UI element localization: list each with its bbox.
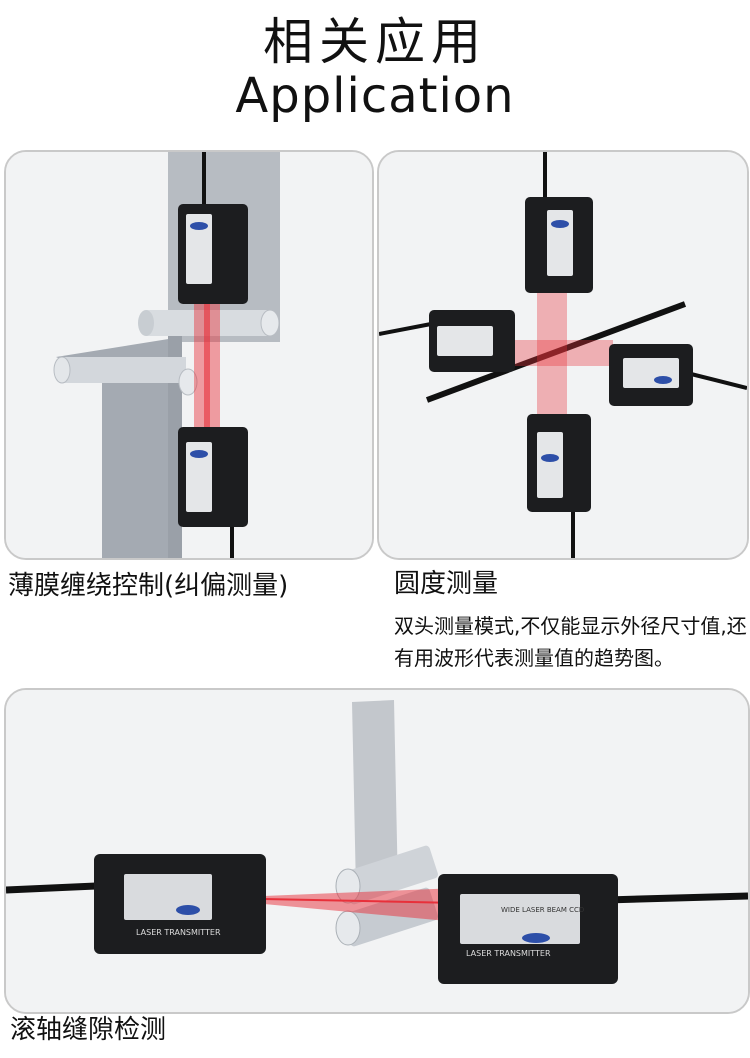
laser-sensor-top bbox=[525, 197, 593, 293]
roller-lower bbox=[53, 356, 198, 396]
transmitter-label-left: LASER TRANSMITTER bbox=[136, 928, 221, 937]
laser-sensor-upper bbox=[178, 204, 248, 304]
caption-roller-gap: 滚轴缝隙检测 bbox=[10, 1015, 167, 1045]
roller-gap-illustration: LASER TRANSMITTER WIDE LASER BEAM CCD LA… bbox=[4, 688, 750, 1014]
laser-receiver-right: WIDE LASER BEAM CCD LASER TRANSMITTER bbox=[438, 874, 618, 984]
laser-transmitter-left: LASER TRANSMITTER bbox=[94, 854, 266, 954]
laser-sensor-bottom bbox=[527, 414, 591, 512]
caption-film-winding: 薄膜缠绕控制(纠偏测量) bbox=[8, 571, 289, 601]
sensor-model-label: WIDE LASER BEAM CCD bbox=[501, 906, 584, 914]
roundness-description: 双头测量模式,不仅能显示外径尺寸值,还有用波形代表测量值的趋势图。 bbox=[394, 614, 747, 670]
page-title-cn: 相关应用 bbox=[263, 13, 487, 71]
laser-sensor-right bbox=[609, 344, 693, 406]
laser-sensor-left bbox=[429, 310, 515, 372]
laser-sensor-lower bbox=[178, 427, 248, 527]
film-winding-illustration bbox=[4, 150, 374, 560]
page-title-en: Application bbox=[235, 68, 515, 124]
transmitter-label-right: LASER TRANSMITTER bbox=[466, 949, 551, 958]
caption-roundness: 圆度测量 bbox=[394, 569, 499, 599]
roundness-illustration bbox=[377, 150, 749, 560]
